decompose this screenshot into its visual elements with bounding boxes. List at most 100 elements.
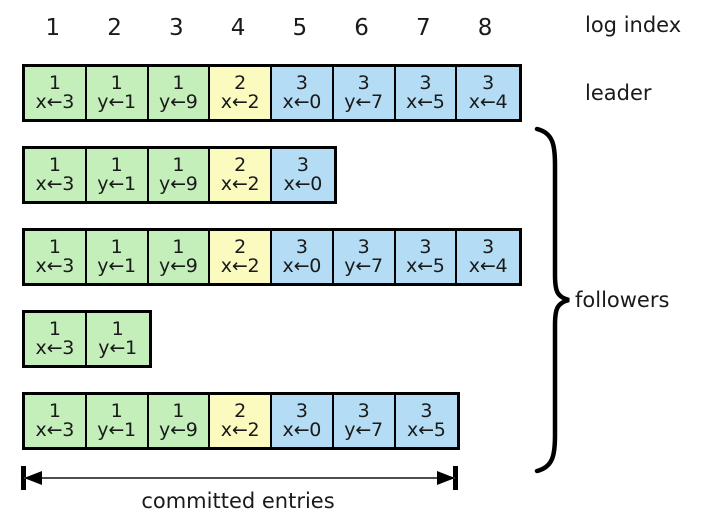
- entry-command: y←9: [159, 91, 198, 113]
- entry-command: y←9: [159, 419, 198, 441]
- entry-term: 1: [172, 154, 185, 176]
- followers-brace-icon: [534, 126, 570, 474]
- log-index-3: 3: [169, 15, 184, 41]
- entry-command: x←3: [35, 255, 75, 277]
- log-index-8: 8: [477, 15, 493, 41]
- entry-command: x←5: [406, 255, 445, 277]
- entry-command: x←4: [468, 91, 508, 113]
- log-index-5: 5: [292, 15, 308, 41]
- entry-command: y←7: [344, 91, 383, 113]
- entry-term: 1: [110, 400, 123, 422]
- entry-command: y←9: [159, 255, 198, 277]
- entry-term: 1: [48, 236, 61, 258]
- entry-command: x←0: [282, 255, 322, 277]
- entry-term: 3: [357, 400, 370, 422]
- entry-command: x←3: [35, 173, 75, 195]
- entry-term: 1: [110, 154, 123, 176]
- entry-command: y←1: [97, 419, 136, 441]
- entry-term: 3: [296, 154, 309, 176]
- log-index-1: 1: [45, 15, 61, 41]
- entry-command: y←7: [344, 419, 383, 441]
- entry-term: 3: [419, 236, 432, 258]
- entry-term: 3: [482, 236, 495, 258]
- entry-term: 1: [48, 400, 61, 422]
- entry-term: 3: [295, 236, 308, 258]
- entry-term: 1: [48, 318, 61, 340]
- entry-command: x←2: [220, 91, 260, 113]
- log-index-6: 6: [354, 15, 369, 41]
- entry-command: x←2: [220, 419, 260, 441]
- entry-command: y←1: [98, 337, 137, 359]
- entry-term: 2: [234, 154, 247, 176]
- entry-command: y←1: [97, 91, 136, 113]
- entry-command: x←3: [35, 337, 75, 359]
- entry-command: y←7: [344, 255, 383, 277]
- entry-term: 3: [295, 400, 308, 422]
- entry-command: x←5: [406, 91, 445, 113]
- entry-term: 2: [234, 72, 247, 94]
- entry-command: x←0: [282, 91, 322, 113]
- log-index-label: log index: [585, 13, 682, 37]
- log-index-2: 2: [107, 15, 122, 41]
- entry-command: y←1: [97, 255, 136, 277]
- entry-term: 1: [110, 236, 123, 258]
- leader-label: leader: [585, 81, 652, 105]
- entry-command: x←5: [407, 419, 446, 441]
- entry-term: 2: [234, 236, 247, 258]
- log-index-7: 7: [416, 15, 431, 41]
- entry-term: 1: [172, 400, 185, 422]
- entry-command: x←3: [35, 419, 75, 441]
- entry-term: 3: [420, 400, 433, 422]
- entry-term: 3: [357, 72, 370, 94]
- followers-label: followers: [575, 288, 670, 312]
- entry-term: 1: [172, 236, 185, 258]
- entry-term: 3: [419, 72, 432, 94]
- entry-term: 1: [172, 72, 185, 94]
- committed-entries-caption: committed entries: [141, 489, 335, 513]
- entry-term: 3: [357, 236, 370, 258]
- entry-term: 1: [111, 318, 124, 340]
- entry-command: y←1: [97, 173, 136, 195]
- entry-command: x←2: [220, 255, 260, 277]
- entry-term: 1: [48, 72, 61, 94]
- entry-command: x←2: [220, 173, 260, 195]
- entry-command: x←4: [468, 255, 508, 277]
- entry-command: x←0: [283, 173, 323, 195]
- entry-term: 2: [234, 400, 247, 422]
- entry-command: y←9: [159, 173, 198, 195]
- log-index-4: 4: [230, 15, 246, 41]
- entry-term: 1: [110, 72, 123, 94]
- entry-term: 3: [295, 72, 308, 94]
